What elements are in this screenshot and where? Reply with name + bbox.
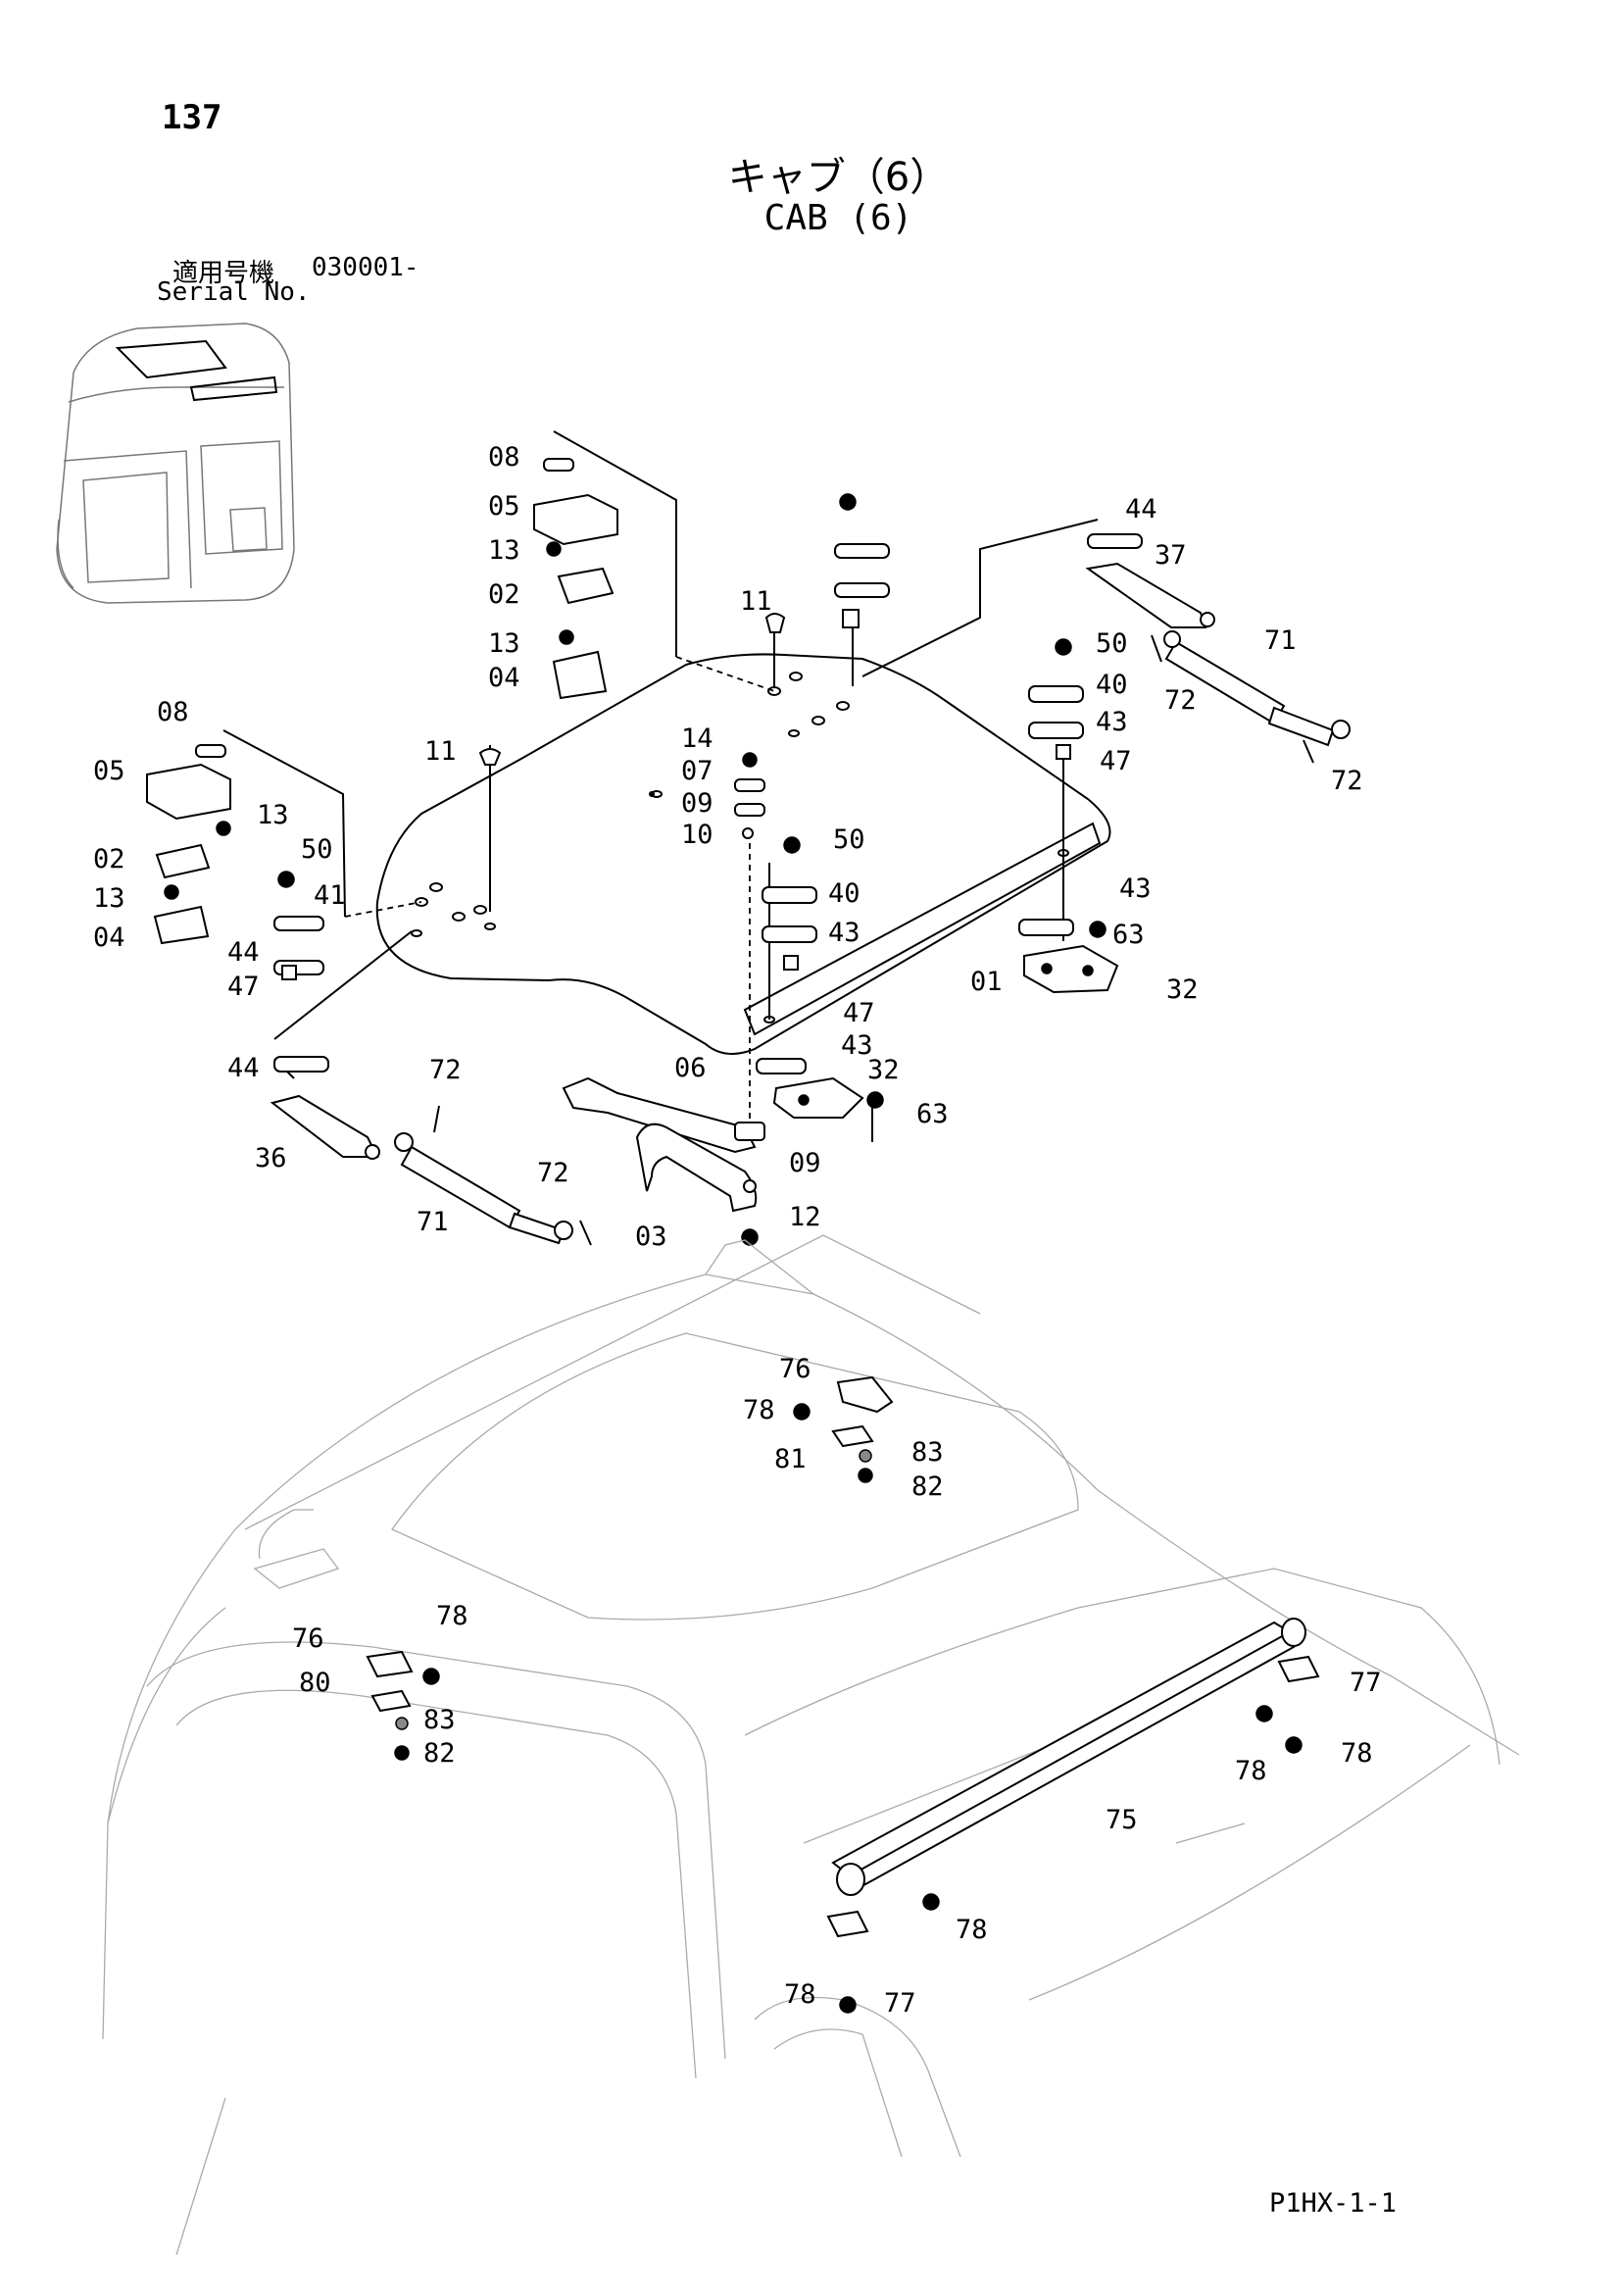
hinge-bracket-upper [533,458,618,700]
callout-label: 81 [774,1444,807,1474]
callout-label: 40 [1096,670,1128,700]
callout-label: 08 [157,697,189,727]
callout-label: 71 [1264,625,1297,656]
shim-stack-right [1028,638,1084,760]
cab-roof-body [102,1234,1520,2256]
callout-label: 06 [674,1053,707,1083]
hinge-center [756,1058,884,1119]
callout-label: 43 [1119,873,1152,904]
callout-label: 63 [916,1099,949,1129]
callout-label: 10 [681,820,713,850]
callout-label: 71 [417,1207,449,1237]
callout-label: 04 [93,923,125,953]
callout-label: 01 [970,967,1003,997]
callout-label: 37 [1155,540,1187,571]
callout-label: 32 [1166,974,1199,1005]
shim-stack-center [762,836,817,971]
callout-label: 12 [789,1202,821,1232]
page-title-english: CAB (6) [763,198,913,238]
callout-labels: 08 05 13 02 13 04 08 05 13 02 13 04 50 4… [93,442,1382,2019]
callout-label: 05 [488,491,520,522]
serial-number: 030001- [312,253,419,282]
callout-label: 44 [227,1053,260,1083]
callout-label: 08 [488,442,520,473]
hinge-right [1018,919,1119,994]
callout-label: 80 [299,1668,331,1698]
callout-label: 09 [681,788,713,819]
callout-label: 78 [1341,1738,1373,1769]
callout-label: 82 [423,1738,456,1769]
cap-bolts [478,613,786,766]
callout-label: 41 [314,880,346,911]
callout-label: 63 [1112,920,1145,950]
hinge-bracket-left [146,744,231,945]
callout-label: 78 [436,1601,468,1631]
callout-label: 50 [1096,628,1128,659]
callout-label: 11 [740,586,772,617]
callout-label: 78 [956,1915,988,1945]
callout-label: 82 [911,1472,944,1502]
leader-lines [222,430,1099,1142]
callout-label: 72 [429,1055,462,1085]
roof-hardware-center [793,1375,894,1483]
callout-label: 05 [93,756,125,786]
callout-label: 32 [867,1055,900,1085]
callout-label: 36 [255,1143,287,1173]
callout-label: 43 [1096,707,1128,737]
callout-label: 13 [257,800,289,830]
strut-lower-left [270,1056,592,1246]
callout-label: 77 [1350,1668,1382,1698]
callout-label: 13 [488,628,520,659]
callout-label: 72 [537,1158,569,1188]
callout-label: 83 [423,1705,456,1735]
callout-label: 44 [227,937,260,968]
roof-hardware-left [366,1650,440,1761]
callout-label: 72 [1164,685,1197,716]
center-hardware [649,752,765,839]
callout-label: 02 [93,844,125,874]
footer-code: P1HX-1-1 [1269,2188,1398,2219]
callout-label: 78 [743,1395,775,1425]
callout-label: 78 [1235,1756,1267,1786]
callout-label: 03 [635,1222,667,1252]
page-title-japanese: キャブ（6） [727,155,950,200]
serial-label-japanese: 適用号機 [172,259,275,288]
callout-label: 43 [828,918,861,948]
callout-label: 77 [884,1988,916,2019]
shim-stack-left [273,871,324,980]
callout-label: 72 [1331,766,1363,796]
callout-label: 09 [789,1148,821,1178]
callout-label: 40 [828,878,861,909]
callout-label: 13 [93,883,125,914]
callout-label: 14 [681,724,713,754]
strut-upper-right [1085,533,1351,764]
callout-label: 47 [843,998,875,1028]
callout-label: 11 [424,736,457,767]
callout-label: 76 [292,1623,324,1654]
callout-label: 07 [681,756,713,786]
callout-label: 50 [301,834,333,865]
shim-stack-center-top [834,493,890,628]
handle-assembly [562,1076,765,1246]
callout-label: 76 [779,1354,812,1384]
callout-label: 75 [1106,1805,1138,1835]
callout-label: 83 [911,1437,944,1468]
callout-label: 43 [841,1030,873,1061]
callout-label: 13 [488,535,520,566]
callout-label: 78 [784,1979,816,2010]
serial-label-english: Serial No. [157,277,311,307]
callout-label: 47 [227,972,260,1002]
callout-label: 02 [488,579,520,610]
callout-label: 44 [1125,494,1157,524]
page-number: 137 [162,98,222,137]
callout-label: 04 [488,663,520,693]
callout-label: 50 [833,824,865,855]
roller-blind [826,1618,1320,2014]
cab-thumbnail-icon [56,323,295,604]
callout-label: 47 [1100,746,1132,776]
